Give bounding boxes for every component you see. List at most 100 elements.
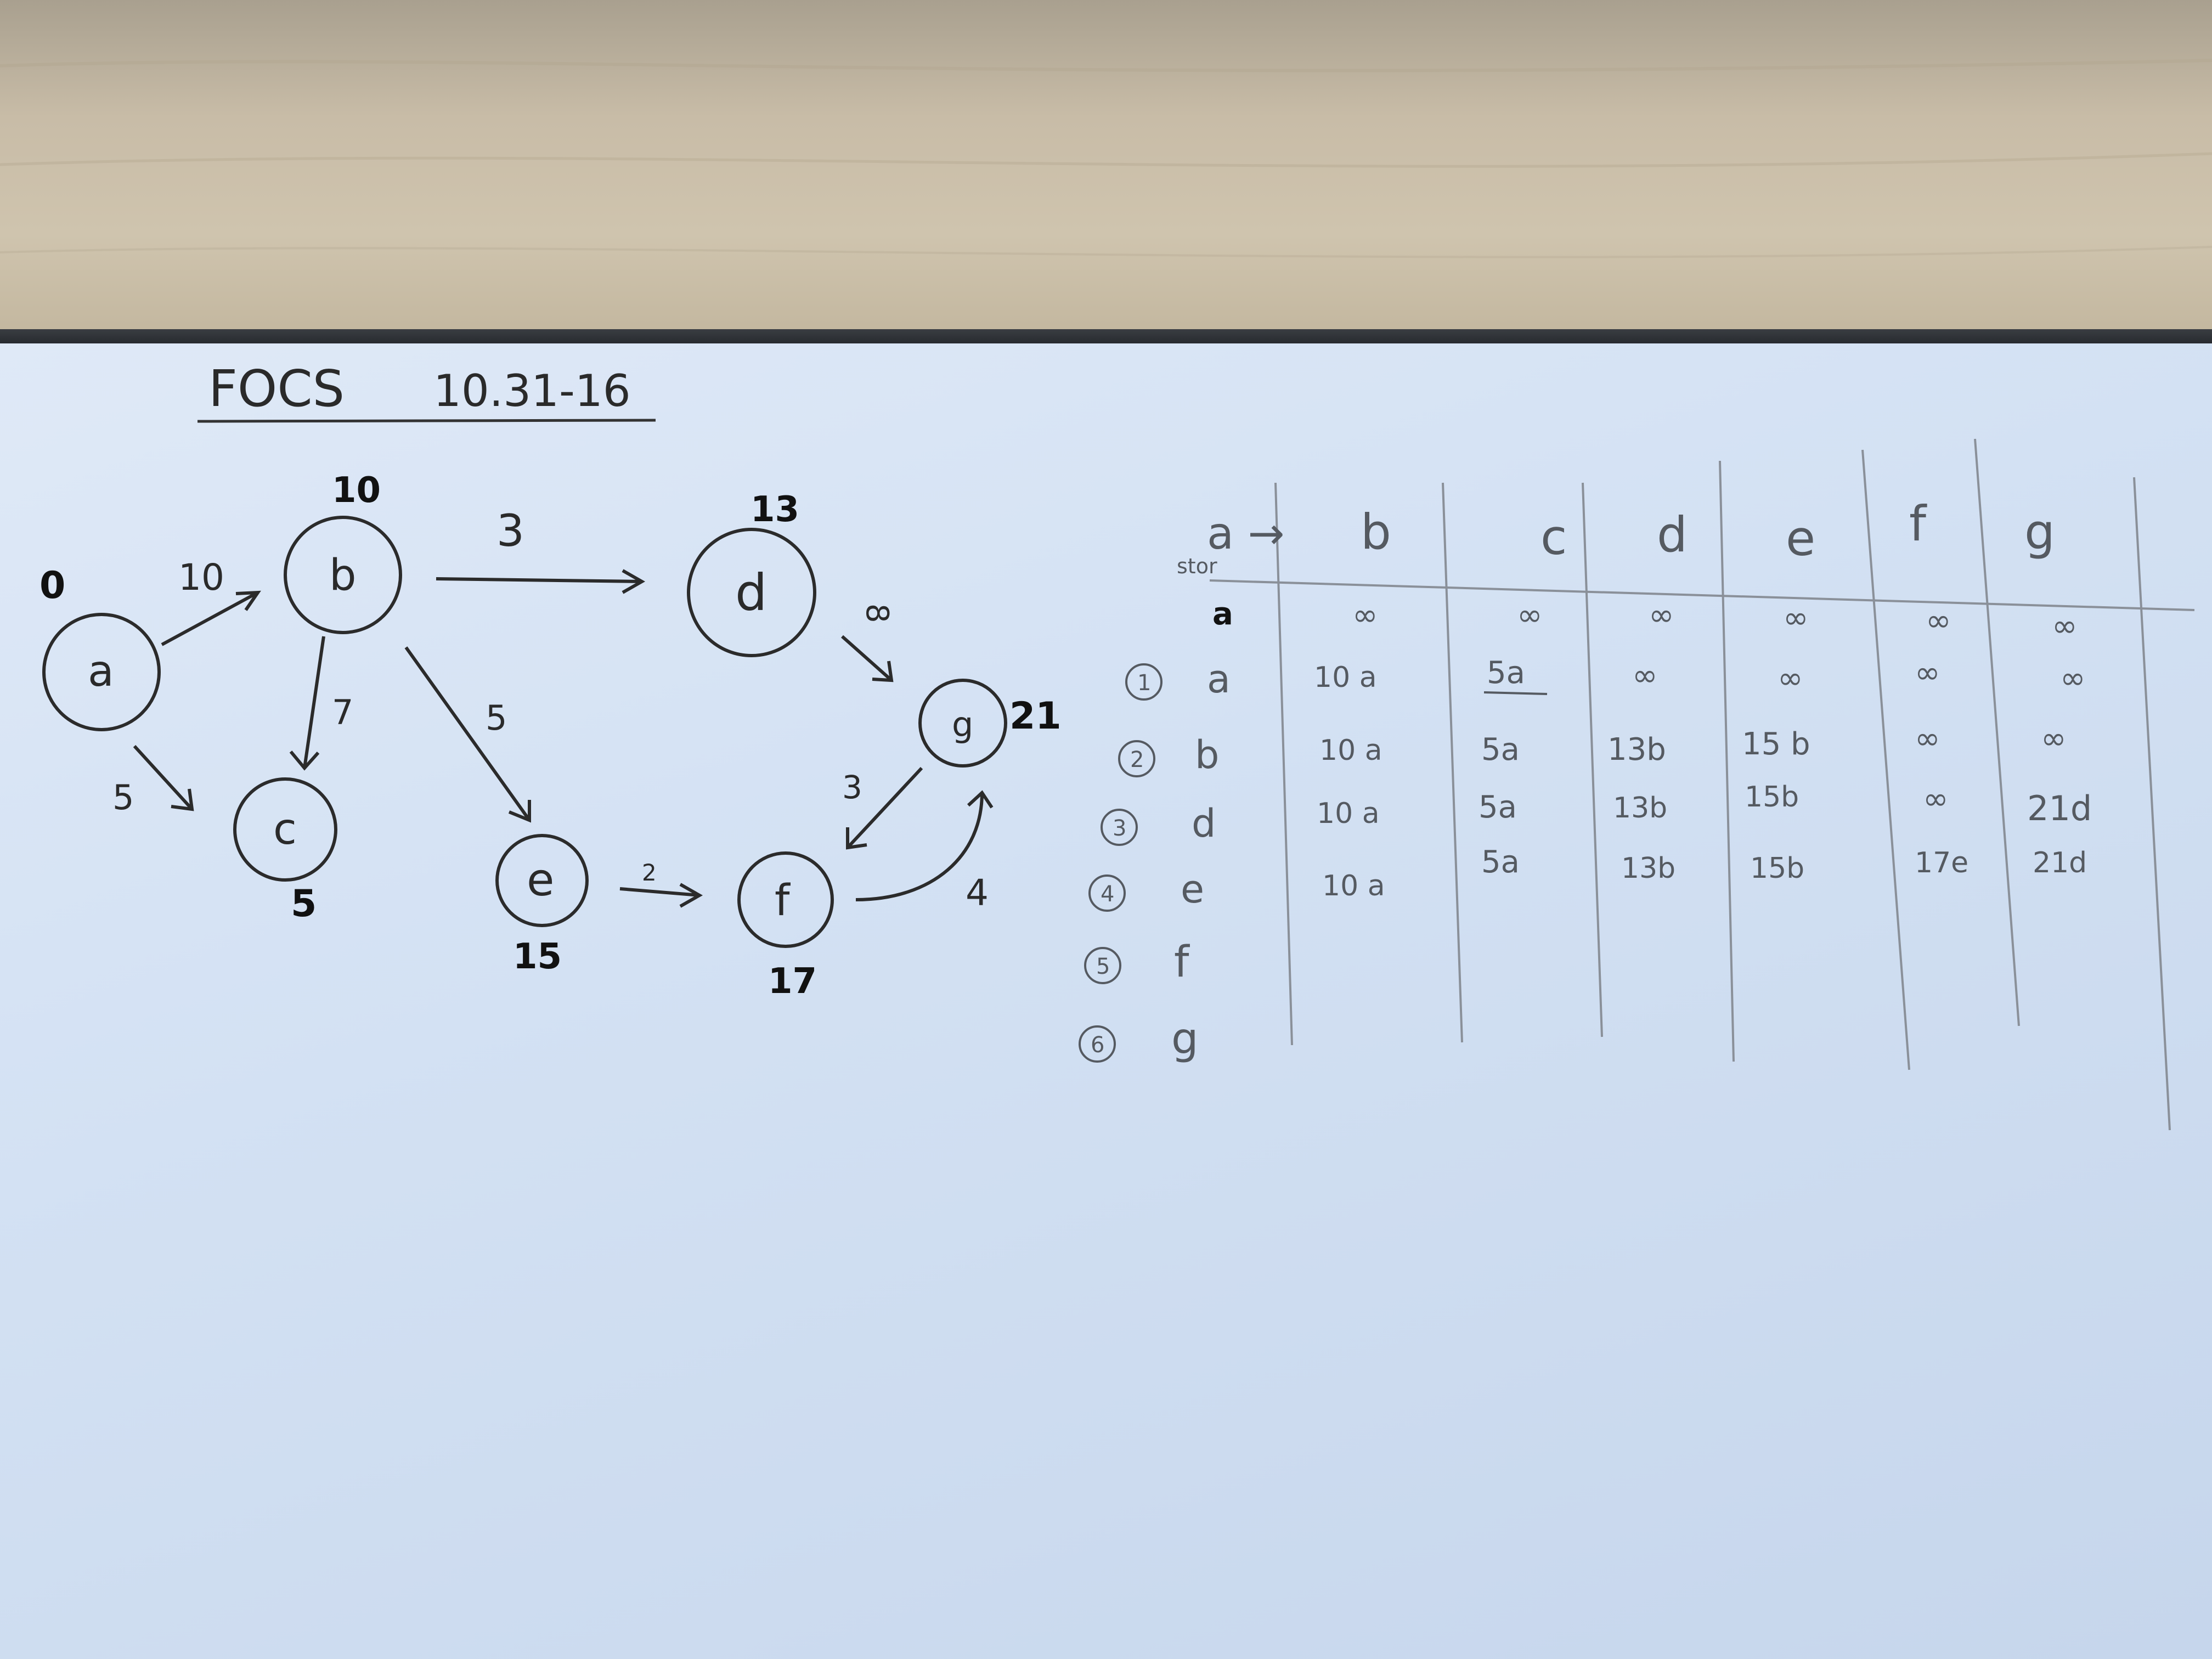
- edge-g-f: [846, 766, 923, 850]
- step-circle: [1101, 809, 1138, 846]
- table-start-row: a ∞ ∞ ∞ ∞ ∞ ∞: [1212, 596, 2078, 644]
- table-col-divider-2: [1442, 482, 1463, 1043]
- table-cell: 10 a: [1314, 661, 1377, 694]
- weight-b-d: 3: [496, 505, 524, 556]
- edge-weights: 10 5 7 3 5 8 2 4 3: [112, 505, 989, 914]
- table-start-label: stor: [1177, 554, 1217, 578]
- table-cell: 10 a: [1319, 734, 1383, 767]
- table-cell: 10 a: [1322, 870, 1385, 902]
- table-cell: ∞: [1926, 603, 1951, 639]
- node-c-label: c: [273, 805, 297, 854]
- distance-g: 21: [1009, 695, 1062, 738]
- weight-f-g: 4: [966, 872, 989, 914]
- table-cell: ∞: [1915, 655, 1940, 691]
- header-date: 10.31-16: [433, 365, 631, 416]
- edge-b-d: [436, 569, 646, 594]
- notebook-page: [0, 343, 2212, 1659]
- table-cell: 5a: [1481, 732, 1520, 768]
- table-cell: 13b: [1607, 732, 1666, 768]
- table-cell: 15b: [1745, 781, 1799, 814]
- node-b-label: b: [329, 551, 357, 600]
- table-cell: ∞: [2052, 608, 2078, 644]
- node-g-label: g: [952, 704, 973, 744]
- col-header-e: e: [1786, 510, 1815, 567]
- table-corner: a →: [1207, 508, 1284, 559]
- table-col-divider-3: [1582, 482, 1603, 1037]
- step-circle: [1125, 663, 1163, 701]
- table-cell: ∞: [1649, 597, 1674, 633]
- weight-a-c: 5: [112, 777, 134, 817]
- weight-b-e: 5: [486, 698, 507, 738]
- table-col-divider-1: [1274, 482, 1293, 1046]
- node-f-circle: [737, 851, 834, 948]
- cell-underline: [1483, 691, 1548, 695]
- weight-e-f: 2: [642, 859, 657, 886]
- distance-e: 15: [513, 936, 562, 977]
- table-col-divider-6: [1974, 438, 2020, 1026]
- edge-b-c: [289, 636, 325, 771]
- table-cell: 5a: [1481, 844, 1520, 880]
- row-node: a: [1207, 657, 1231, 702]
- table-cell: 13b: [1621, 852, 1675, 885]
- table-cell: 17e: [1915, 847, 1968, 879]
- weight-g-f: 3: [842, 769, 862, 806]
- row-node: f: [1174, 938, 1190, 987]
- node-distances: 0 10 5 13 15 17 21: [40, 470, 1062, 1002]
- table-cell: ∞: [1915, 721, 1940, 757]
- node-a-circle: [42, 613, 161, 731]
- table-rows: 1 a 10 a 5a ∞ ∞ ∞ ∞ 2 b 10 a 5a 13b 15 b…: [1091, 655, 2092, 1064]
- weight-d-g: 8: [859, 603, 895, 623]
- node-d-circle: [687, 528, 816, 657]
- table-cell: ∞: [2060, 661, 2086, 696]
- table-cell: 15b: [1750, 852, 1804, 885]
- node-labels: a b c d e f g: [88, 551, 973, 926]
- table-cell: 15 b: [1742, 726, 1810, 762]
- edge-e-f: [619, 883, 703, 908]
- weight-a-b: 10: [178, 556, 224, 599]
- step-number: 3: [1113, 816, 1126, 841]
- edge-b-e: [404, 646, 531, 823]
- edge-f-g: [855, 790, 994, 901]
- node-f-label: f: [775, 876, 791, 926]
- table-col-divider-7: [2133, 477, 2171, 1131]
- col-header-c: c: [1541, 509, 1567, 566]
- step-circle: [1118, 740, 1155, 777]
- step-circle: [1088, 874, 1126, 912]
- step-number: 2: [1130, 747, 1144, 772]
- col-header-b: b: [1361, 504, 1391, 560]
- table-col-divider-5: [1861, 449, 1910, 1070]
- table-cell: ∞: [1778, 661, 1803, 696]
- col-header-f: f: [1909, 495, 1927, 552]
- table-cell: ∞: [1783, 600, 1809, 636]
- table-cell: 5a: [1479, 789, 1517, 825]
- step-column: [1079, 663, 1163, 1063]
- step-circle: [1079, 1025, 1116, 1063]
- step-number: 6: [1091, 1032, 1104, 1058]
- step-number: 1: [1137, 670, 1151, 696]
- table-cell: 21d: [2027, 788, 2092, 828]
- table-grid: [1209, 438, 2195, 1131]
- node-e-label: e: [527, 854, 554, 906]
- table-cell: ∞: [1352, 597, 1378, 633]
- table-cell: 5a: [1487, 655, 1525, 691]
- node-d-label: d: [735, 563, 767, 622]
- table-cell: 10 a: [1317, 797, 1380, 830]
- table-col-divider-4: [1719, 460, 1735, 1062]
- node-e-circle: [495, 834, 589, 927]
- table-cell: ∞: [1923, 781, 1949, 817]
- col-header-d: d: [1657, 506, 1688, 563]
- distance-a: 0: [40, 564, 65, 607]
- step-circle: [1084, 947, 1121, 984]
- edge-d-g: [841, 635, 894, 682]
- node-a-label: a: [88, 647, 114, 696]
- header-title: FOCS: [208, 359, 345, 418]
- node-b-circle: [284, 516, 402, 634]
- distance-b: 10: [332, 470, 381, 511]
- table-header-line: [1209, 579, 2195, 611]
- row-node: e: [1181, 867, 1204, 912]
- graph: [42, 516, 1007, 948]
- table-cell: 21d: [2033, 847, 2087, 879]
- weight-b-c: 7: [332, 692, 353, 732]
- table-cell: 13b: [1613, 792, 1667, 825]
